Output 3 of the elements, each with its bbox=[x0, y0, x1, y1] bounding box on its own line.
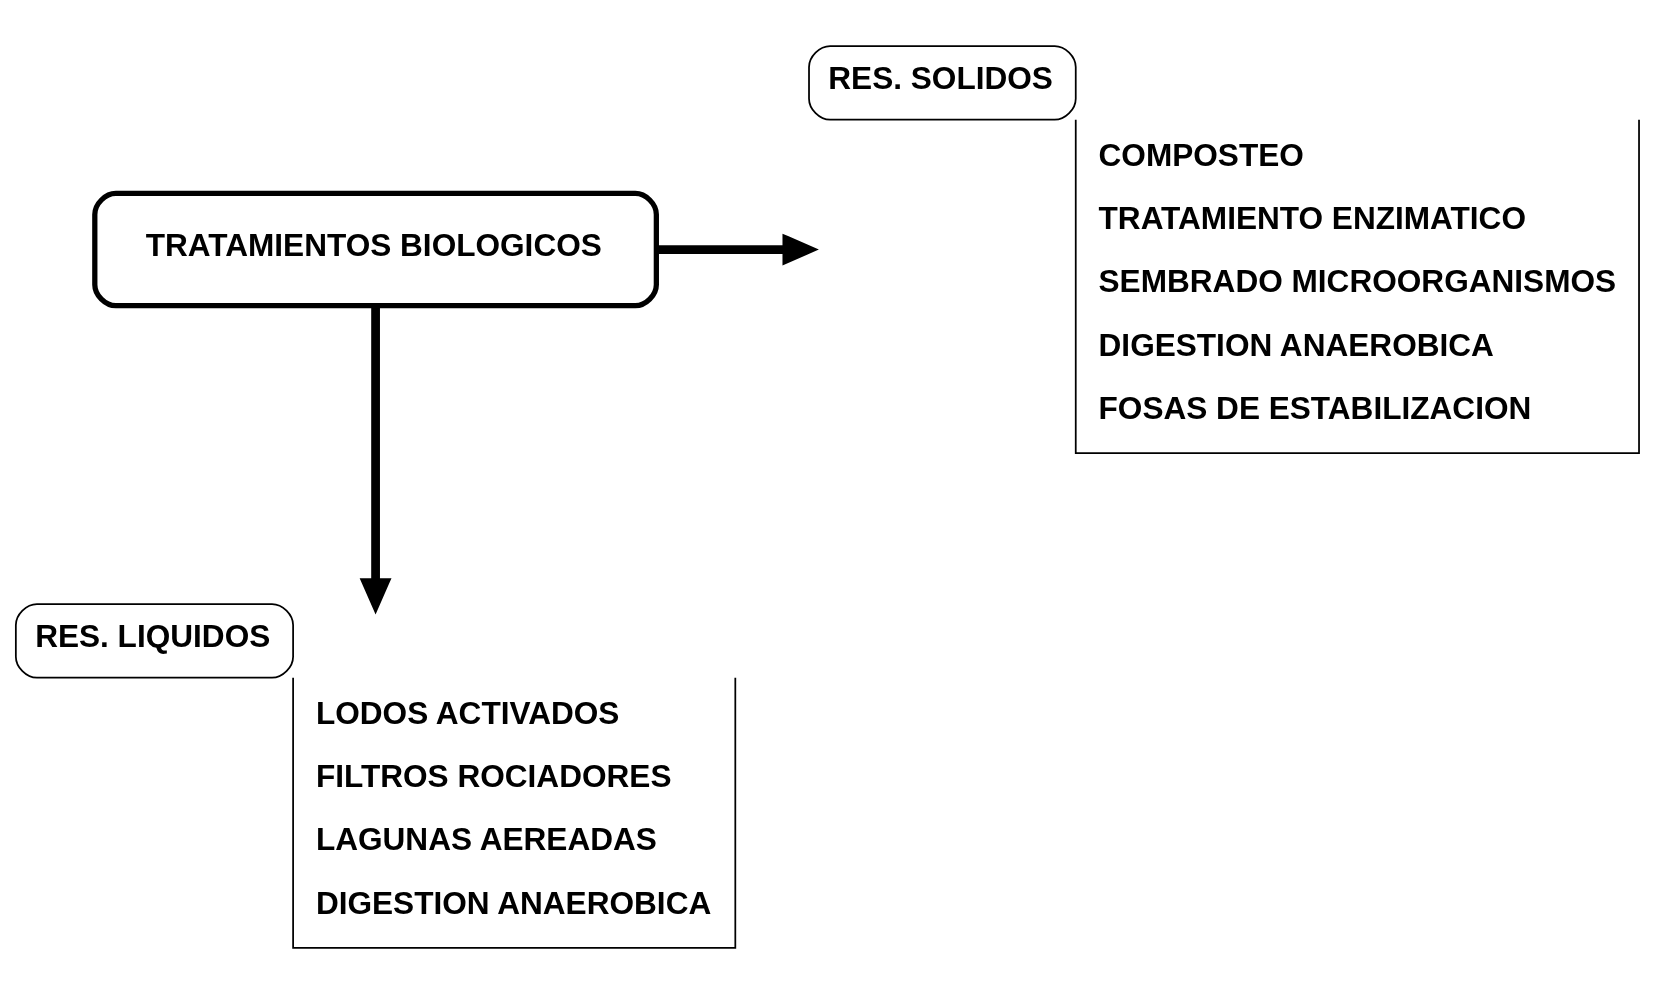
arrow bbox=[359, 305, 392, 615]
node-box: TRATAMIENTOS BIOLOGICOS bbox=[92, 190, 659, 309]
arrow bbox=[657, 233, 819, 266]
